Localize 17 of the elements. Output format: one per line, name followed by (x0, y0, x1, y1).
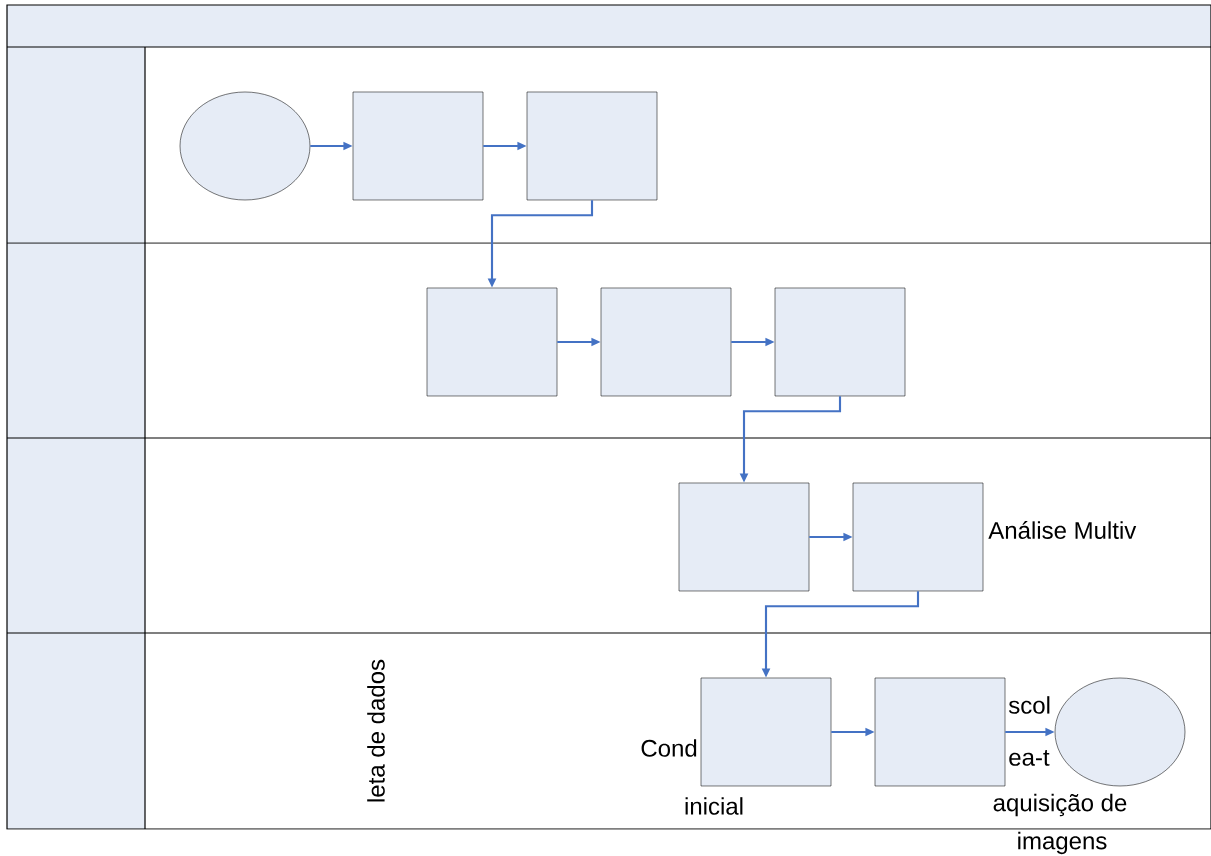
label-text: ea-t (1009, 750, 1050, 766)
process-box (852, 482, 984, 592)
process-box (526, 91, 658, 201)
label-text: imagens (1018, 831, 1107, 855)
process-box (700, 677, 832, 787)
process-box (678, 482, 810, 592)
process-box (600, 287, 732, 397)
terminator-oval (1054, 677, 1186, 787)
terminator-oval (179, 91, 311, 201)
label-text: aquisição de (993, 793, 1127, 817)
label-text: inicial (685, 797, 743, 815)
process-box (352, 91, 484, 201)
label-text: scol (1008, 696, 1050, 714)
label-text: leta de dados (367, 659, 385, 802)
process-box (774, 287, 906, 397)
process-box (426, 287, 558, 397)
process-box (874, 677, 1006, 787)
